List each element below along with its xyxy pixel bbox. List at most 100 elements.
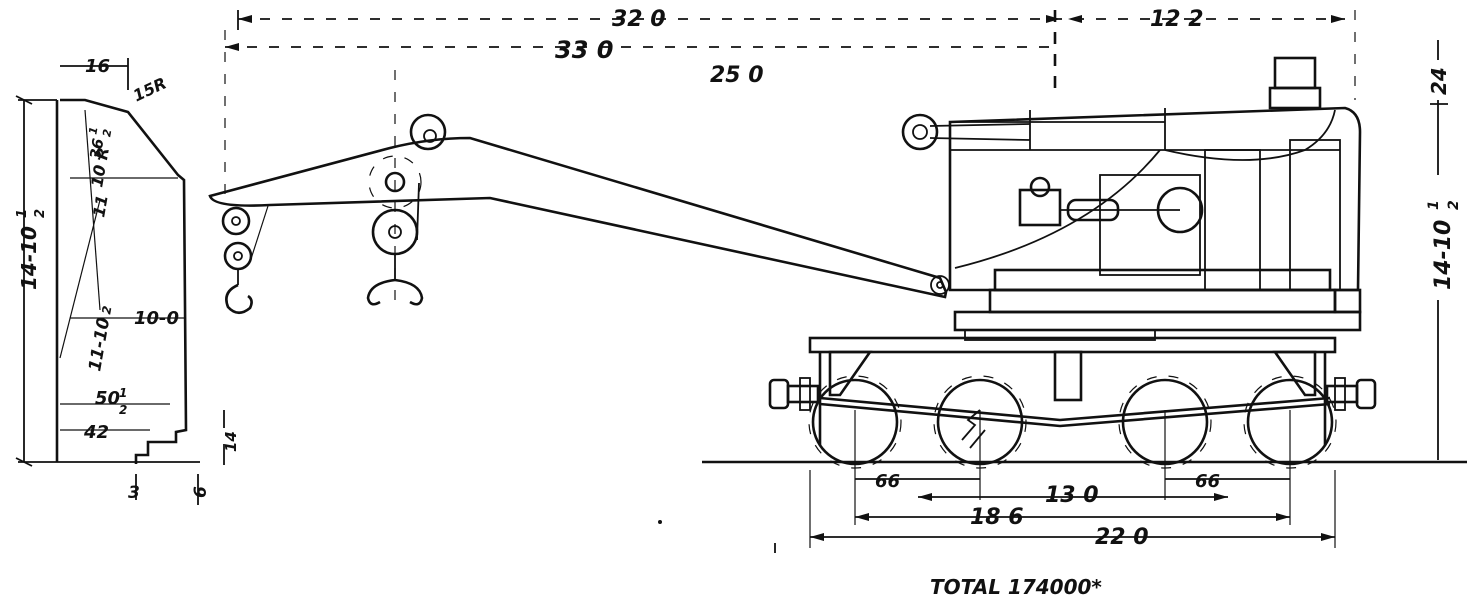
tip-sheave-pin <box>231 216 241 226</box>
aux-dashed-sheave <box>368 155 422 209</box>
dim-22-0: 22 0 <box>1095 525 1149 550</box>
coupler-yoke <box>799 377 811 411</box>
dim-33-0: 33 0 <box>555 36 613 64</box>
dim-11: 11 <box>89 193 112 218</box>
svg-text:36: 36 <box>86 137 107 161</box>
svg-text:11-10: 11-10 <box>85 316 114 373</box>
head-sheave-pin <box>912 124 928 140</box>
dim-slope <box>59 199 101 359</box>
dim-18-6: 18 6 <box>970 505 1024 530</box>
dim-25-0: 25 0 <box>710 63 764 88</box>
arrow-head <box>918 493 932 501</box>
flat-car <box>808 329 1337 445</box>
head-shaft <box>929 123 1031 127</box>
machinery-gear <box>1029 176 1051 198</box>
total-weight: TOTAL 174000* <box>930 575 1102 599</box>
wheels <box>808 375 1337 469</box>
deck-rail <box>993 268 1332 292</box>
svg-text:1: 1 <box>15 209 30 218</box>
svg-text:2: 2 <box>33 209 48 218</box>
arrow-head <box>1046 15 1060 23</box>
svg-text:1: 1 <box>86 126 100 136</box>
svg-text:14-10: 14-10 <box>17 226 41 290</box>
coupler-right <box>1325 377 1377 411</box>
dim-slope <box>84 109 101 311</box>
arrow-head <box>855 513 869 521</box>
boom-tip-hook <box>221 206 253 315</box>
dim-66-right: 66 <box>1195 471 1220 492</box>
aux-sheave-pin <box>423 129 437 143</box>
coupler-left <box>768 377 820 411</box>
dim-14-10-half-left: 14-10 1 2 <box>15 209 48 290</box>
dim-3: 3 <box>128 483 140 503</box>
boom-outline <box>208 136 948 299</box>
arrow-head <box>238 15 252 23</box>
hook-icon <box>225 283 253 315</box>
coupler-knuckle <box>1355 378 1377 410</box>
house-curve <box>1164 109 1336 161</box>
ink-dot <box>658 520 662 524</box>
top-dimension-lines <box>224 10 1356 200</box>
arrow-head <box>1068 15 1082 23</box>
head-sheave <box>901 113 939 151</box>
dim-6: 6 <box>191 486 211 498</box>
dim-11-10: 11-10 2 <box>85 305 114 373</box>
coupler-yoke <box>1334 377 1346 411</box>
svg-text:14-10: 14-10 <box>1431 220 1456 290</box>
coupler-shank <box>1325 384 1359 404</box>
machinery-frame <box>1099 174 1201 276</box>
stack-top <box>1273 56 1317 90</box>
aux-sheave <box>409 113 447 151</box>
house-curve <box>954 149 1161 269</box>
dim-16: 16 <box>85 56 110 77</box>
dim-36-half: 36 1 2 <box>86 126 114 161</box>
arrow-head <box>1321 533 1335 541</box>
aux-sheave-hook <box>366 70 447 310</box>
dim-15r: 15R <box>130 73 169 105</box>
aux-sheave-center <box>384 171 406 193</box>
dim-42: 42 <box>83 422 109 443</box>
coupler-knuckle <box>768 378 790 410</box>
profile-outline <box>60 98 188 464</box>
crane-boom <box>208 136 950 299</box>
arrow-head <box>810 533 824 541</box>
svg-text:2: 2 <box>1446 200 1462 210</box>
arrow-head <box>1276 513 1290 521</box>
dim-24: 24 <box>1427 67 1451 95</box>
bolster-left <box>828 350 873 397</box>
dim-50-frac: 1 <box>119 386 127 400</box>
smokestack <box>1268 56 1322 110</box>
svg-text:2: 2 <box>99 305 114 316</box>
house-outline <box>948 106 1362 292</box>
dim-13-0: 13 0 <box>1045 483 1099 508</box>
dim-66-left: 66 <box>875 471 900 492</box>
bolster-right <box>1272 350 1317 397</box>
turntable <box>953 310 1362 332</box>
boom-line <box>249 205 269 263</box>
arrow-head <box>1331 15 1345 23</box>
svg-text:2: 2 <box>100 128 114 138</box>
house-sheave <box>901 113 1031 151</box>
hoist-drum <box>1018 188 1062 227</box>
tip-sheave <box>221 206 251 236</box>
center-post <box>1053 350 1083 402</box>
arrow-head <box>225 43 239 51</box>
head-shaft <box>929 137 1031 141</box>
dim-12-2: 12 2 <box>1150 7 1204 32</box>
truss-rod <box>819 402 1331 428</box>
dim-32-0: 32 0 <box>612 7 666 32</box>
house-panel <box>1289 139 1341 291</box>
tick <box>15 95 33 105</box>
stack-base <box>1268 86 1322 110</box>
wheel-scribble <box>961 409 986 449</box>
dim-50-den: 2 <box>119 403 127 417</box>
dim-10-0: 10-0 <box>134 308 179 329</box>
dim-50-half: 50 <box>95 388 120 409</box>
deck <box>988 288 1337 314</box>
deck-end <box>1333 288 1362 314</box>
bottom-dimension-lines <box>658 410 1336 553</box>
crane-house <box>948 106 1362 332</box>
dim-14: 14 <box>222 431 240 452</box>
